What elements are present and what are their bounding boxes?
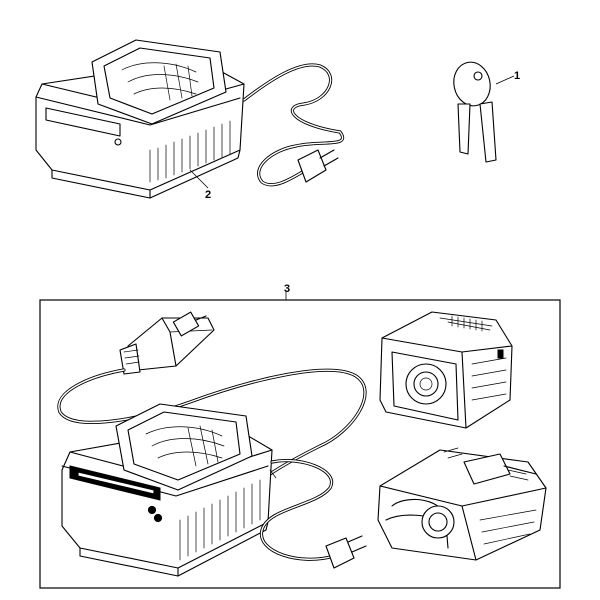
mains-plug-in-set[interactable] [325,535,367,569]
battery-adapter-bottom[interactable] [377,447,547,561]
callout-1: 1 [514,70,521,82]
key-item-1[interactable] [450,59,497,163]
callout-3: 3 [284,283,291,295]
charge-adapter-plug[interactable] [119,311,215,375]
charger-in-set[interactable] [61,403,273,577]
set-box-item-3 [39,299,561,589]
callout-2: 2 [205,189,212,201]
charger-item-2[interactable] [35,39,345,199]
battery-adapter-top[interactable] [379,311,513,429]
